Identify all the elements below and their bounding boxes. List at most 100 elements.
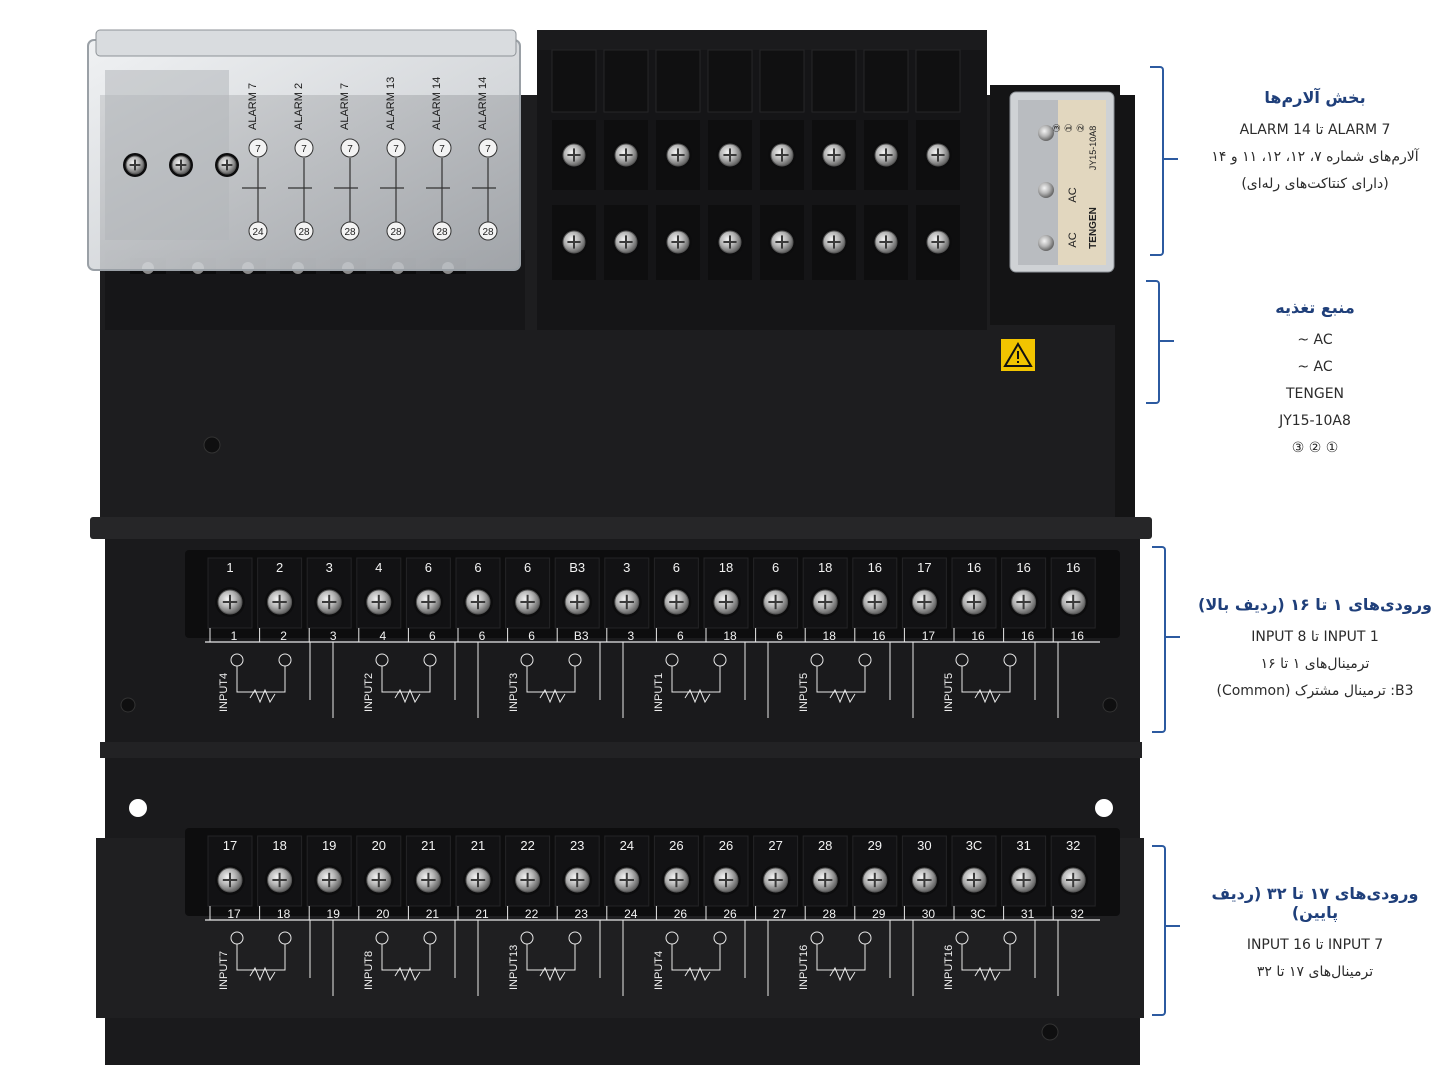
terminal-screw <box>363 587 394 617</box>
terminal-number-bottom: 23 <box>575 907 589 921</box>
terminal-screw <box>264 865 295 895</box>
alarm-terminal-marker <box>478 138 498 158</box>
terminal-number-top: 6 <box>772 560 779 575</box>
warning-icon <box>1001 339 1035 371</box>
terminal-screw <box>562 587 593 617</box>
annotation-power-line3: TENGEN <box>1285 386 1345 402</box>
power-label: JY15-10A8 <box>1088 126 1098 171</box>
terminal-number-top: 1 <box>226 560 233 575</box>
terminal-number-bottom: 29 <box>872 907 886 921</box>
terminal-number-bottom: 20 <box>376 907 390 921</box>
alarm-bottom-number: 28 <box>390 227 402 238</box>
input-wire <box>961 944 1011 971</box>
terminal-number-bottom: 3C <box>970 907 986 921</box>
alarm-top-number: 7 <box>301 144 307 155</box>
terminal-screw <box>612 141 640 169</box>
terminal-screw <box>169 153 193 177</box>
terminal-screw <box>413 865 444 895</box>
alarm-bottom-number: 28 <box>344 227 356 238</box>
alarm-top-number: 7 <box>439 144 445 155</box>
middle-divider-cell <box>707 49 753 113</box>
terminal-screw <box>562 865 593 895</box>
terminal-screw <box>363 865 394 895</box>
input-group-label: INPUT2 <box>363 673 375 712</box>
brace-power <box>1146 280 1160 404</box>
annotation-power-line2: AC ~ <box>1297 359 1333 375</box>
alarm-terminal-marker <box>248 138 268 158</box>
annotation-alarms-title: بخش آلارم‌ها <box>1264 88 1366 107</box>
terminal-number-top: 18 <box>719 560 733 575</box>
annotation-power-line4: JY15-10A8 <box>1279 413 1351 429</box>
terminal-number-top: 6 <box>524 560 531 575</box>
input-resistor <box>684 688 711 704</box>
terminal-screw <box>711 865 741 895</box>
terminal-screw <box>924 141 952 169</box>
terminal-number-bottom: 6 <box>429 629 436 643</box>
terminal-screw <box>872 228 900 256</box>
terminal-screw <box>612 228 640 256</box>
power-label: TENGEN <box>1088 207 1099 249</box>
terminal-screw <box>611 587 642 617</box>
terminal-number-bottom: 19 <box>327 907 341 921</box>
annotation-inputs-top-line3: B3: ترمینال مشترک (Common) <box>1216 683 1414 699</box>
brace-tick <box>1162 158 1178 160</box>
terminal-screw <box>872 141 900 169</box>
terminal-number-top: 20 <box>372 838 386 853</box>
terminal-number-bottom: 21 <box>475 907 489 921</box>
annotation-power-line1: AC ~ <box>1297 332 1333 348</box>
terminal-number-top: 22 <box>520 838 534 853</box>
terminal-number-bottom: 32 <box>1071 907 1085 921</box>
terminal-number-top: 24 <box>620 838 634 853</box>
terminal-number-bottom: 3 <box>330 629 337 643</box>
input-wire <box>816 944 866 971</box>
annotation-alarms-line2: آلارم‌های شماره ۷، ۱۲، ۱۲، ۱۱ و ۱۴ <box>1211 149 1419 165</box>
terminal-number-top: 16 <box>1016 560 1030 575</box>
annotation-inputs-top-line2: ترمینال‌های ۱ تا ۱۶ <box>1260 656 1370 672</box>
input-group-label: INPUT5 <box>943 673 955 712</box>
screw-dot <box>203 436 221 454</box>
alarm-label: ALARM 7 <box>339 83 351 130</box>
input-wire <box>236 944 286 971</box>
terminal-number-top: 2 <box>276 560 283 575</box>
terminal-screw <box>716 141 744 169</box>
terminal-screw <box>909 865 940 895</box>
terminal-screw <box>264 587 295 617</box>
chassis-rail <box>90 517 1152 539</box>
input-wire <box>671 666 721 693</box>
terminal-number-top: 23 <box>570 838 584 853</box>
terminal-number-bottom: 27 <box>773 907 787 921</box>
screw-dot <box>1102 697 1118 713</box>
terminal-screw <box>560 141 588 169</box>
terminal-screw <box>859 587 890 617</box>
terminal-screw <box>314 865 345 895</box>
terminal-number-bottom: 17 <box>922 629 936 643</box>
screw-dot <box>1041 1023 1059 1041</box>
terminal-number-bottom: 18 <box>277 907 291 921</box>
terminal-number-top: 17 <box>917 560 931 575</box>
alarm-bottom-number: 24 <box>252 227 264 238</box>
alarm-top-number: 7 <box>393 144 399 155</box>
power-label: ① <box>1064 123 1075 132</box>
alarm-bottom-number: 28 <box>482 227 494 238</box>
annotation-alarms: بخش آلارم‌ها ALARM 7 تا ALARM 14 آلارم‌ه… <box>1190 88 1440 198</box>
terminal-screw <box>1058 865 1089 895</box>
terminal-screw <box>664 228 692 256</box>
terminal-number-top: 16 <box>868 560 882 575</box>
alarm-label: ALARM 7 <box>247 83 259 130</box>
input-group-label: INPUT16 <box>798 945 810 990</box>
annotation-alarms-line3: (دارای کنتاکت‌های رله‌ای) <box>1241 176 1389 192</box>
annotation-inputs-top-title: ورودی‌های ۱ تا ۱۶ (ردیف بالا) <box>1198 595 1432 614</box>
middle-divider-cell <box>811 49 857 113</box>
terminal-number-top: 26 <box>719 838 733 853</box>
annotation-inputs-top: ورودی‌های ۱ تا ۱۶ (ردیف بالا) INPUT 1 تا… <box>1190 595 1440 705</box>
power-label: AC <box>1067 187 1079 202</box>
terminal-number-bottom: 28 <box>823 907 837 921</box>
input-group-label: INPUT4 <box>218 673 230 712</box>
middle-divider-cell <box>655 49 701 113</box>
alarm-terminal-marker <box>478 221 498 241</box>
terminal-number-bottom: B3 <box>574 629 589 643</box>
terminal-number-top: 31 <box>1016 838 1030 853</box>
power-label: ③ <box>1052 123 1063 132</box>
terminal-number-bottom: 18 <box>823 629 837 643</box>
